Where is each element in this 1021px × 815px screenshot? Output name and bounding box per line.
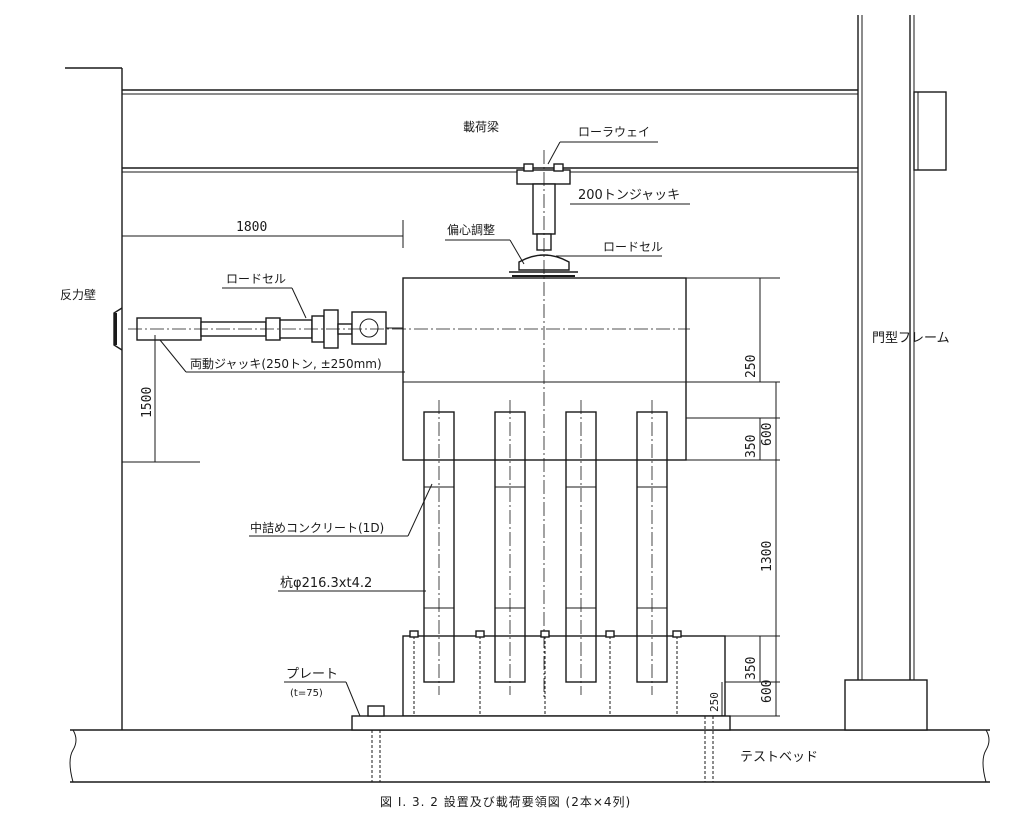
infill-concrete-label: 中詰めコンクリート(1D) <box>250 520 384 535</box>
portal-frame-label: 門型フレーム <box>872 331 950 346</box>
reaction-wall <box>65 67 123 730</box>
load-cell-top-label: ロードセル <box>603 240 663 254</box>
vertical-jack-assembly <box>509 150 578 700</box>
loading-beam-label: 載荷梁 <box>463 119 499 134</box>
plate-thickness-label: (t=75) <box>290 688 323 699</box>
pile-spec-label: 杭φ216.3xt4.2 <box>280 576 372 591</box>
roller-way-label: ローラウェイ <box>578 125 650 139</box>
base-block <box>402 630 780 730</box>
plate-label: プレート <box>286 667 338 682</box>
dimension-lines <box>122 220 777 716</box>
test-bed <box>69 729 990 783</box>
pile-4 <box>636 400 668 695</box>
dim-base-250: 250 <box>708 692 721 712</box>
pile-cap <box>402 277 780 461</box>
anchor-bolts <box>371 716 714 782</box>
portal-frame <box>844 15 947 731</box>
jack-200-label: 200トンジャッキ <box>578 188 680 203</box>
dim-base-350: 350 <box>744 657 759 680</box>
dim-1800: 1800 <box>236 220 267 235</box>
pile-2 <box>494 400 526 695</box>
load-cell-left-label: ロードセル <box>226 272 286 286</box>
piles <box>423 400 668 695</box>
eccentric-adjust-label: 偏心調整 <box>447 222 495 237</box>
pile-1 <box>423 400 455 695</box>
dim-cap-250: 250 <box>744 355 759 378</box>
figure-caption: 図 I. 3. 2 設置及び載荷要領図 (2本×4列) <box>380 794 631 809</box>
pile-3 <box>565 400 597 695</box>
dim-cap-600: 600 <box>760 423 775 446</box>
horizontal-jack-assembly <box>128 309 690 349</box>
test-bed-label: テストベッド <box>740 750 818 765</box>
leader-lines <box>159 141 690 717</box>
double-acting-jack-label: 両動ジャッキ(250トン, ±250mm) <box>190 357 382 371</box>
loading-beam <box>122 89 858 173</box>
dim-pile-1300: 1300 <box>760 541 775 572</box>
plate <box>351 705 731 731</box>
dim-base-600: 600 <box>760 680 775 703</box>
dim-1500: 1500 <box>140 387 155 418</box>
reaction-wall-label: 反力壁 <box>60 287 96 302</box>
dim-cap-350: 350 <box>744 435 759 458</box>
